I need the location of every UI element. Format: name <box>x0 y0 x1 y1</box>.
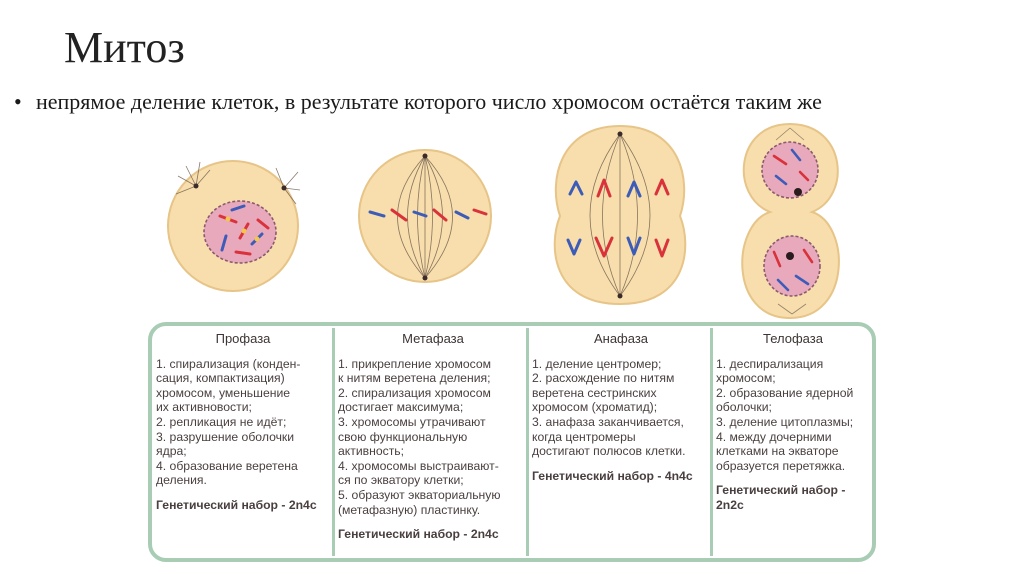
anaphase-cell <box>553 124 687 306</box>
column-header: Метафаза <box>402 331 464 346</box>
bullet-dot-icon: • <box>14 89 22 114</box>
column-metaphase: Метафаза 1. прикрепление хромосом к нитя… <box>338 331 528 552</box>
phases-table: Профаза 1. спирализация (конден- сация, … <box>148 322 876 562</box>
column-divider <box>332 328 335 556</box>
column-divider <box>710 328 713 556</box>
bullet-item: • непрямое деление клеток, в результате … <box>14 88 1004 115</box>
bullet-text: непрямое деление клеток, в результате ко… <box>36 89 822 114</box>
column-header: Профаза <box>215 331 271 346</box>
genetic-set: Генетический набор - 2n4c <box>338 527 499 542</box>
column-telophase: Телофаза 1. деспирализация хромосом; 2. … <box>716 331 870 552</box>
column-header: Анафаза <box>593 331 649 346</box>
column-header: Телофаза <box>763 331 823 346</box>
genetic-set: Генетический набор - 4n4c <box>532 468 693 483</box>
telophase-cell <box>741 122 840 320</box>
column-body: 1. деспирализация хромосом; 2. образован… <box>716 356 854 473</box>
column-body: 1. спирализация (конден- сация, компакти… <box>156 356 301 488</box>
genetic-set: Генетический набор - 2n4c <box>156 497 317 512</box>
column-body: 1. деление центромер; 2. расхождение по … <box>532 356 686 459</box>
column-body: 1. прикрепление хромосом к нитям веретен… <box>338 356 501 517</box>
prophase-cell <box>167 160 301 292</box>
metaphase-cell <box>358 149 492 283</box>
column-prophase: Профаза 1. спирализация (конден- сация, … <box>156 331 330 552</box>
genetic-set: Генетический набор - 2n2c <box>716 483 846 512</box>
column-anaphase: Анафаза 1. деление центромер; 2. расхожд… <box>532 331 710 552</box>
slide-title: Митоз <box>64 23 185 72</box>
column-divider <box>526 328 529 556</box>
